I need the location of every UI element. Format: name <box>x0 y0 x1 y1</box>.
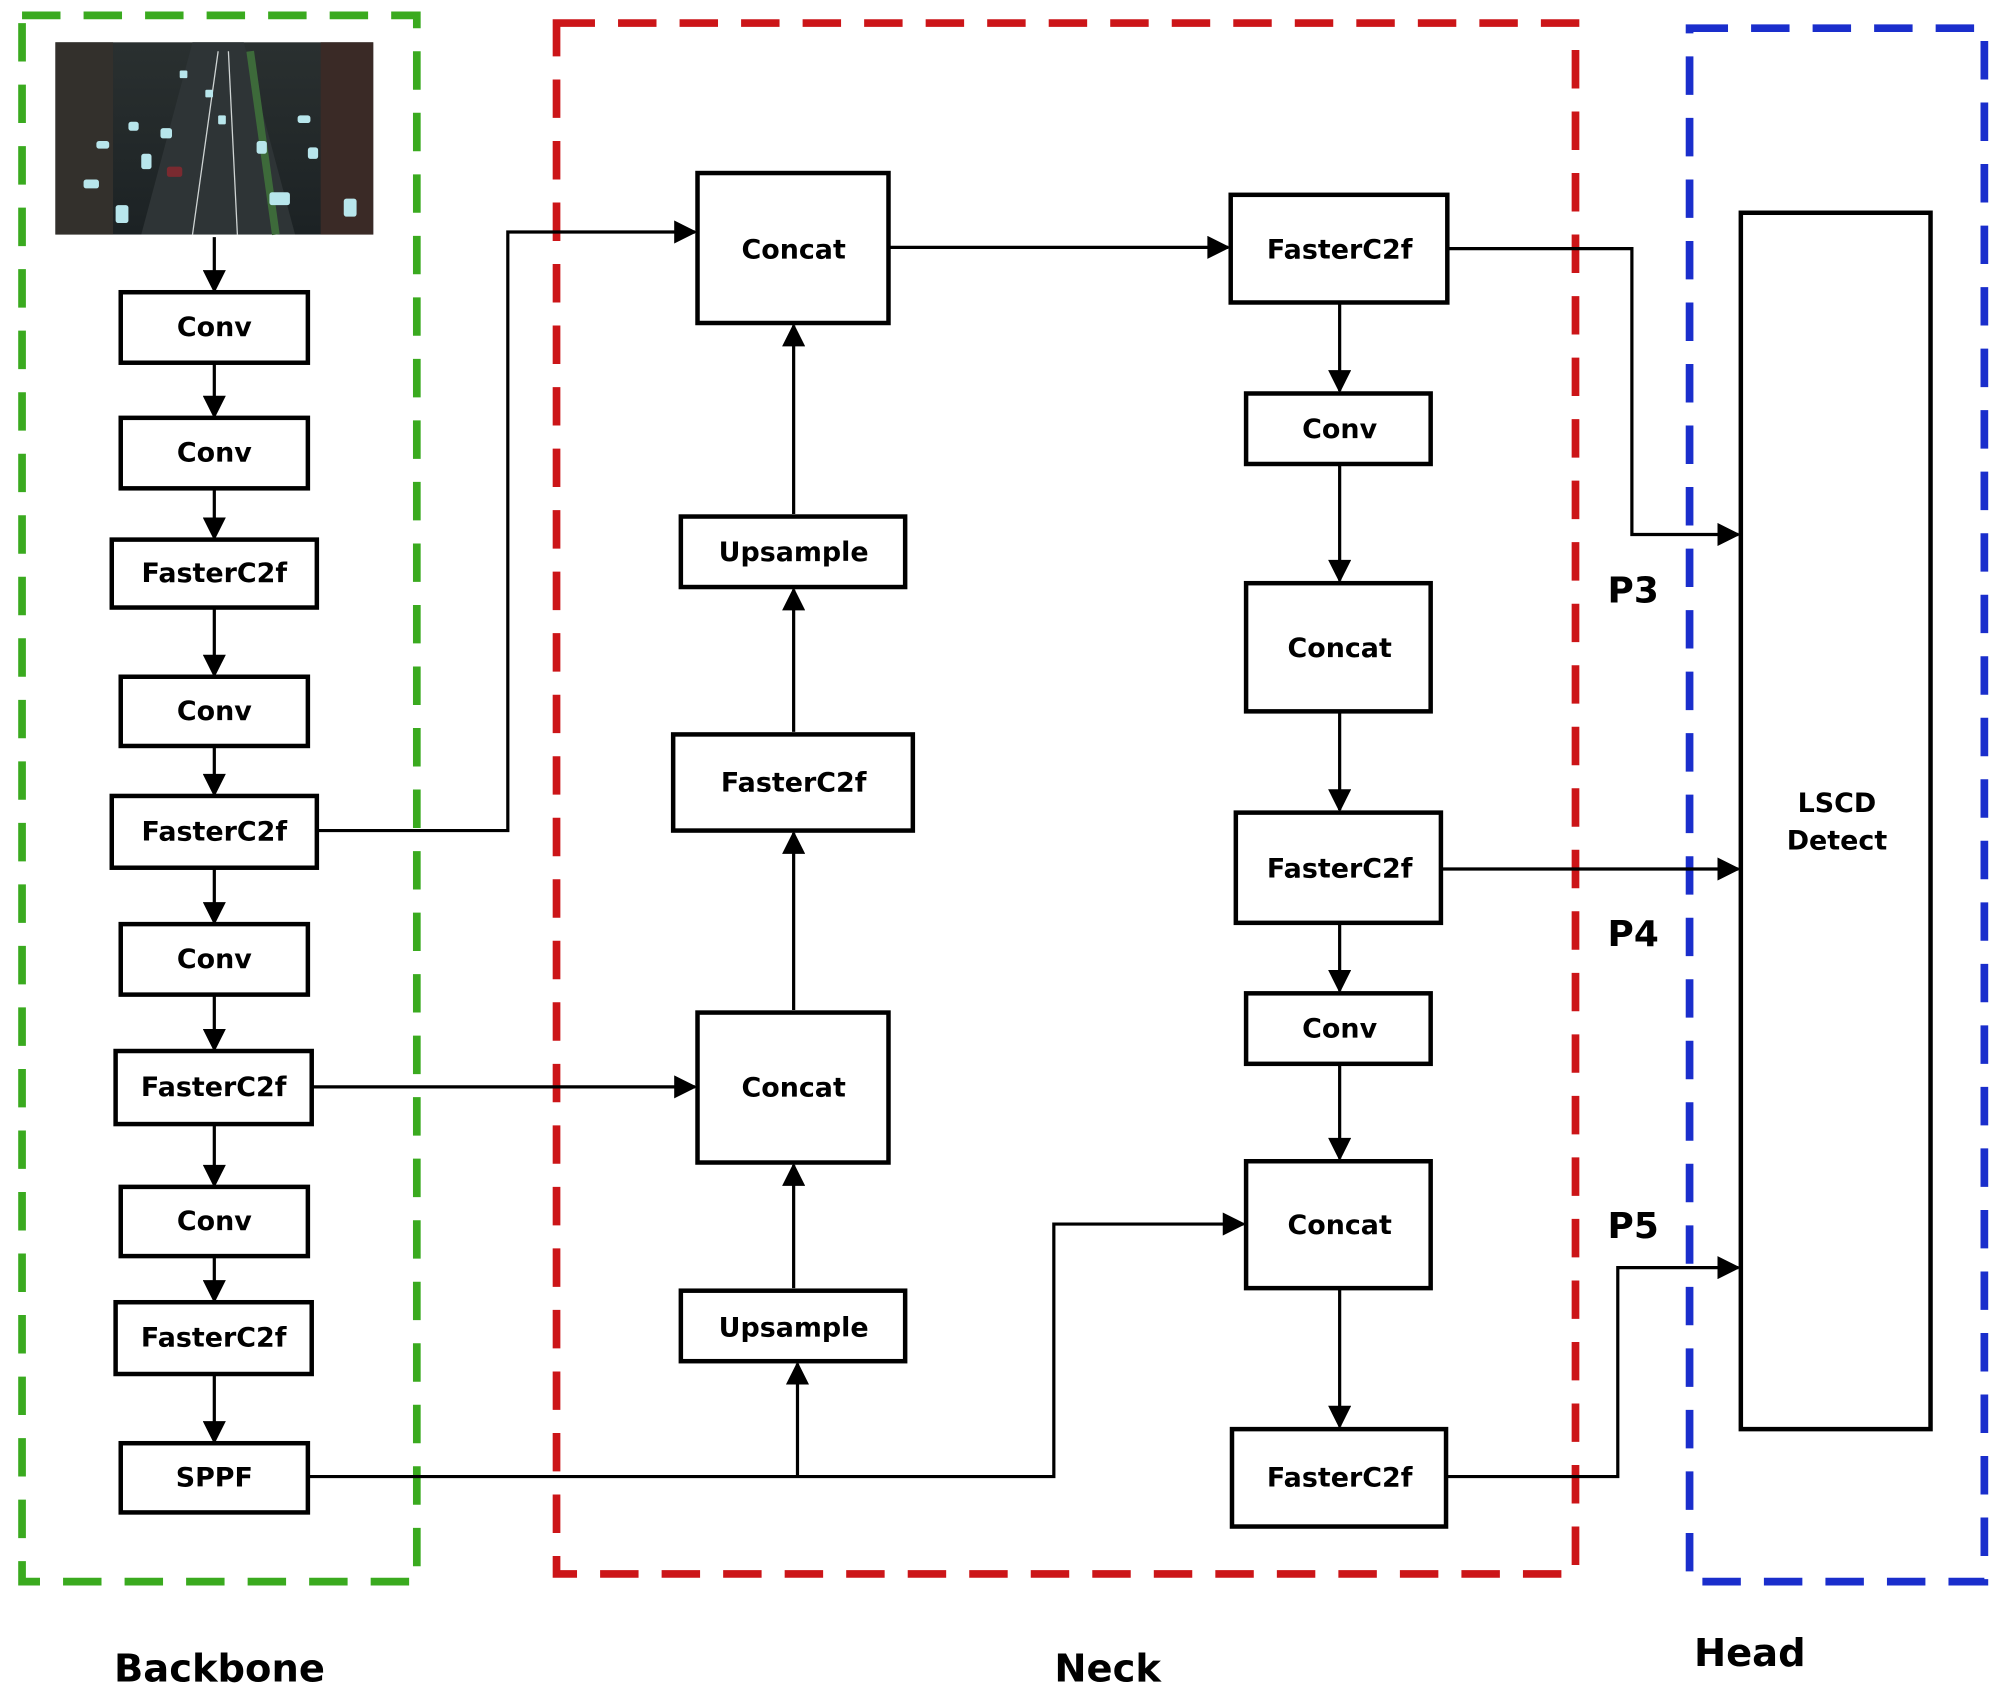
svg-text:Upsample: Upsample <box>719 537 869 568</box>
backbone-block-conv-1: Conv <box>118 289 311 365</box>
p4-label: P4 <box>1608 914 1659 955</box>
backbone-block-conv-2: Conv <box>118 415 311 491</box>
svg-text:Concat: Concat <box>1287 633 1391 664</box>
svg-text:Detect: Detect <box>1787 825 1888 856</box>
backbone-block-label: Conv <box>177 696 252 727</box>
neck-fasterc2f-3: FasterC2f <box>1229 1426 1449 1529</box>
neck-conv-2: Conv <box>1243 991 1433 1067</box>
edge-p3-to-detect <box>1447 247 1741 547</box>
neck-label: Neck <box>1054 1647 1162 1692</box>
svg-text:FasterC2f: FasterC2f <box>721 768 867 799</box>
svg-text:Concat: Concat <box>741 1073 845 1104</box>
input-image <box>55 42 374 236</box>
svg-text:FasterC2f: FasterC2f <box>1267 1462 1413 1493</box>
backbone-block-fasterc2f-3: FasterC2f <box>109 537 320 610</box>
backbone-block-conv-6: Conv <box>118 921 311 997</box>
edge-p5-to-detect <box>1446 1256 1741 1479</box>
backbone-label: Backbone <box>114 1647 325 1692</box>
backbone-block-label: FasterC2f <box>141 1323 287 1354</box>
backbone-block-fasterc2f-9: FasterC2f <box>113 1299 314 1377</box>
backbone-block-fasterc2f-7: FasterC2f <box>113 1048 314 1127</box>
neck-concat-top: Concat <box>695 170 891 326</box>
backbone-block-conv-4: Conv <box>118 674 311 749</box>
svg-text:Concat: Concat <box>1287 1210 1391 1241</box>
neck-fasterc2f-2: FasterC2f <box>1233 810 1444 926</box>
neck-fasterc2f-left: FasterC2f <box>670 732 916 833</box>
backbone-block-label: FasterC2f <box>142 816 288 847</box>
backbone-block-label: SPPF <box>176 1462 253 1493</box>
neck-upsample-top: Upsample <box>678 514 908 590</box>
backbone-block-conv-8: Conv <box>118 1184 311 1259</box>
svg-text:Concat: Concat <box>741 234 845 265</box>
backbone-block-label: FasterC2f <box>141 1072 287 1103</box>
neck-conv-1: Conv <box>1243 391 1433 467</box>
head-region <box>1685 24 1989 1586</box>
svg-text:Conv: Conv <box>1302 1014 1377 1045</box>
p3-label: P3 <box>1608 570 1659 611</box>
neck-concat-2: Concat <box>1243 1158 1433 1291</box>
backbone-block-sppf-10: SPPF <box>118 1440 311 1515</box>
edge-bb5-to-concat-top <box>316 220 698 833</box>
svg-text:FasterC2f: FasterC2f <box>1267 234 1413 265</box>
svg-text:FasterC2f: FasterC2f <box>1267 854 1413 885</box>
neck-concat-bottom: Concat <box>695 1010 891 1165</box>
head-label: Head <box>1694 1631 1806 1676</box>
p5-label: P5 <box>1608 1206 1659 1247</box>
neck-upsample-bottom: Upsample <box>678 1288 908 1364</box>
svg-text:LSCD: LSCD <box>1798 788 1877 819</box>
backbone-block-fasterc2f-5: FasterC2f <box>109 793 320 870</box>
backbone-block-label: FasterC2f <box>142 558 288 589</box>
neck-concat-1: Concat <box>1243 580 1433 714</box>
lscd-detect-block: LSCD Detect <box>1738 210 1933 1432</box>
neck-fasterc2f-1: FasterC2f <box>1228 192 1450 305</box>
backbone-block-label: Conv <box>177 1206 252 1237</box>
neck-region <box>552 19 1580 1578</box>
svg-text:Upsample: Upsample <box>719 1312 869 1343</box>
backbone-block-label: Conv <box>177 944 252 975</box>
backbone-block-label: Conv <box>177 312 252 343</box>
edge-sppf-out <box>306 1212 1246 1479</box>
backbone-block-label: Conv <box>177 438 252 469</box>
backbone-region <box>18 11 421 1586</box>
svg-text:Conv: Conv <box>1302 414 1377 445</box>
